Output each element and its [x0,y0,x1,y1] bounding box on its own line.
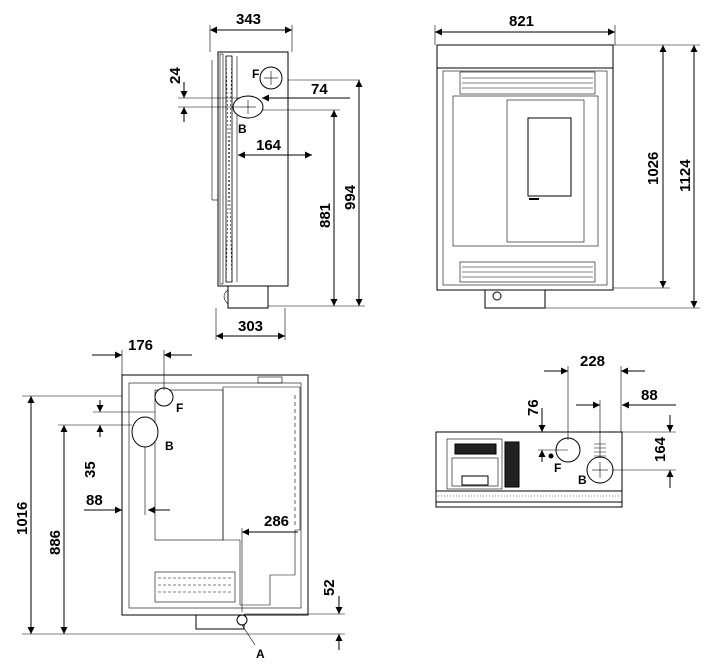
dim-303: 303 [238,318,263,335]
dim-176: 176 [128,337,153,354]
plan-a-label: A [256,647,265,661]
side-base [227,285,269,309]
dim-1124: 1124 [677,159,694,192]
plan-f-circle [154,387,174,407]
dim-1016: 1016 [14,502,31,535]
front-body [436,44,614,291]
door-window [527,117,572,197]
dim-228: 228 [580,353,605,370]
dim-74: 74 [311,81,328,98]
dim-1026: 1026 [645,152,662,185]
plan-body [121,374,309,616]
rear-view: F B 228 88 76 164 [435,353,676,508]
dim-76: 76 [525,399,542,416]
dim-994: 994 [342,184,359,210]
top-grille [459,71,596,95]
front-view: 821 1026 1124 [434,13,700,309]
dim-24: 24 [167,67,184,84]
dim-286: 286 [264,513,289,530]
dim-821: 821 [509,13,534,30]
b-label: B [238,122,247,136]
plan-view: F B A 176 1016 886 35 88 [14,337,345,661]
dim-881: 881 [317,203,334,228]
f-label: F [252,67,259,81]
plan-f-label: F [176,401,183,415]
side-view: F B 343 303 24 74 164 881 994 [167,11,365,340]
rear-b-label: B [578,473,587,487]
dim-164: 164 [256,137,282,154]
dim-164-rear: 164 [652,436,669,462]
plan-b-label: B [165,439,174,453]
rear-vent [504,441,520,488]
dim-343: 343 [236,11,261,28]
door-panel [452,95,599,247]
bottom-grille [459,261,596,283]
plan-b-ellipse [131,416,159,448]
dim-35: 35 [82,461,99,478]
rear-f-label: F [554,461,561,475]
dim-88-rear: 88 [641,387,658,404]
dim-886: 886 [47,530,64,555]
dim-88: 88 [86,492,103,509]
dim-52: 52 [321,579,338,596]
plan-grille [154,571,236,603]
rear-panel-dark [454,443,497,455]
